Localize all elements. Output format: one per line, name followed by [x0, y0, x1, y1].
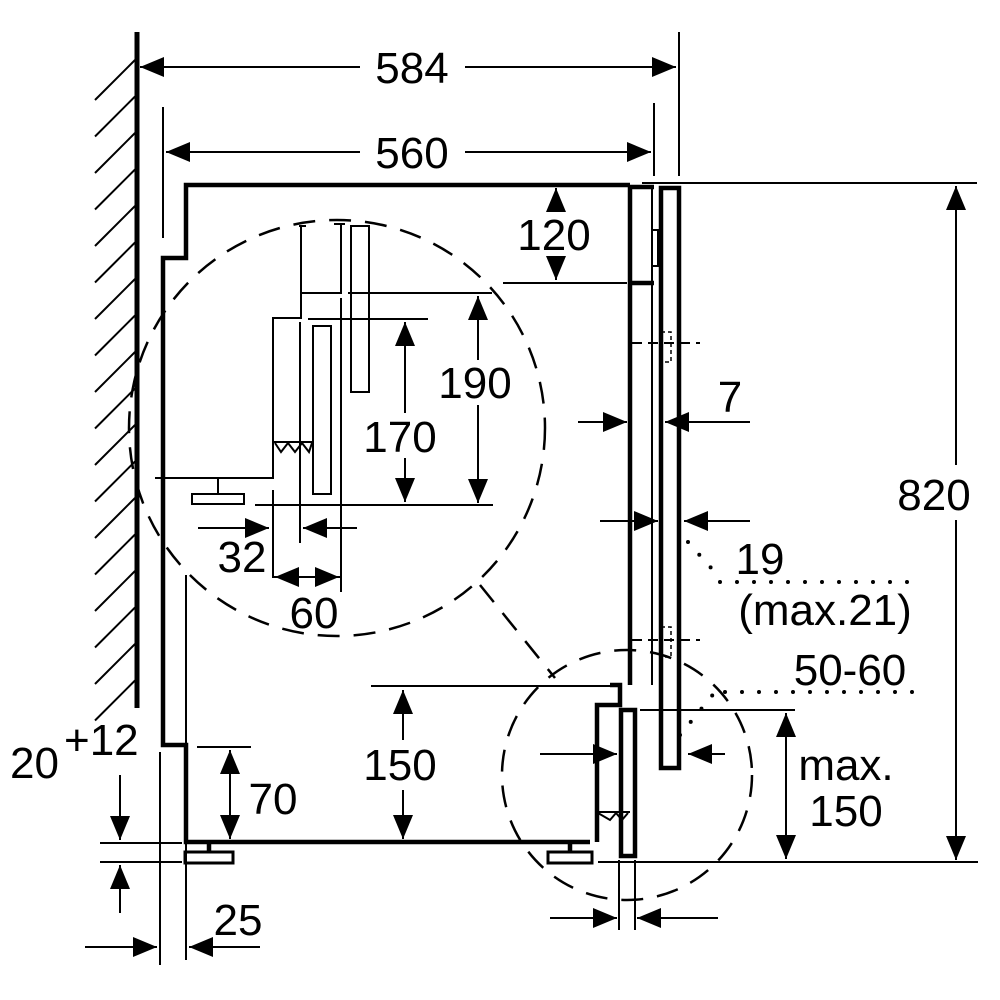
arrowhead — [189, 937, 213, 957]
hatch-stroke — [94, 314, 136, 357]
detail-plinth — [312, 325, 332, 495]
detail-circle-upper — [127, 218, 547, 638]
arrowhead — [684, 511, 708, 531]
hatch-stroke — [94, 497, 136, 539]
arrowhead — [546, 256, 566, 280]
dim-label-820: 820 — [897, 471, 970, 520]
hatch-stroke — [94, 387, 136, 430]
arrowhead — [776, 713, 796, 737]
arrowhead — [627, 142, 651, 162]
arrowhead — [468, 479, 488, 503]
dim-label-20: 20 — [10, 739, 59, 788]
arrowhead — [776, 835, 796, 859]
hatch-stroke — [94, 241, 136, 284]
dim-label-170: 170 — [363, 413, 436, 462]
appliance-body — [159, 107, 630, 965]
dim-label-max-150: 150 — [809, 787, 882, 836]
dim-label-max-21: (max.21) — [738, 586, 912, 635]
dim-label-150: 150 — [363, 741, 436, 790]
dim-label-plus-12: +12 — [64, 716, 139, 765]
arrowhead — [546, 188, 566, 212]
dim-label-max: max. — [798, 741, 893, 790]
dim-label-32: 32 — [218, 533, 267, 582]
arrowhead — [275, 567, 299, 587]
furniture-front-panel — [658, 185, 682, 771]
detail-panel — [350, 225, 370, 393]
door-panel — [618, 184, 700, 859]
arrowhead — [637, 908, 661, 928]
dim-label-560: 560 — [375, 129, 448, 178]
dim-label-25: 25 — [214, 896, 263, 945]
arrowhead — [634, 511, 658, 531]
dimension-lines — [85, 32, 978, 948]
arrowhead — [468, 296, 488, 320]
dim-label-7: 7 — [718, 373, 742, 422]
arrowhead — [166, 142, 190, 162]
hatch-stroke — [94, 205, 136, 247]
arrowhead — [110, 865, 130, 889]
arrowhead — [110, 816, 130, 840]
dim-label-60: 60 — [290, 589, 339, 638]
hatch-stroke — [94, 533, 136, 576]
foot-front — [546, 850, 594, 865]
hatch-stroke — [94, 351, 136, 393]
arrowhead — [220, 815, 240, 839]
arrowhead — [140, 57, 164, 77]
detail-leader — [479, 584, 556, 679]
dim-label-120: 120 — [517, 211, 590, 260]
arrowhead — [665, 412, 689, 432]
dim-label-19: 19 — [736, 535, 785, 584]
detail-upper — [155, 223, 370, 592]
plinth-seal — [597, 811, 629, 822]
arrowhead — [593, 744, 617, 764]
hatch-stroke — [94, 168, 136, 211]
hatch-stroke — [94, 643, 136, 685]
arrowhead — [315, 567, 339, 587]
arrowhead — [946, 186, 966, 210]
arrowhead — [652, 57, 676, 77]
arrowhead — [603, 412, 627, 432]
arrowhead — [220, 750, 240, 774]
arrowhead — [303, 518, 327, 538]
hatch-stroke — [94, 132, 136, 174]
door-handle — [651, 229, 659, 267]
dim-label-70: 70 — [249, 775, 298, 824]
hatch-stroke — [94, 59, 136, 101]
arrowhead — [688, 744, 712, 764]
arrowhead — [946, 836, 966, 860]
hatch-stroke — [94, 606, 136, 649]
wall — [94, 32, 140, 722]
arrowhead — [393, 815, 413, 839]
hinge-upper — [660, 331, 672, 363]
dim-label-584: 584 — [375, 44, 448, 93]
arrowhead — [395, 322, 415, 346]
arrowhead — [133, 937, 157, 957]
arrowhead — [393, 690, 413, 714]
plinth-board — [618, 707, 638, 859]
hatch-stroke — [94, 679, 136, 722]
arrowhead — [395, 478, 415, 502]
hatch-stroke — [94, 570, 136, 612]
hatch-stroke — [94, 278, 136, 320]
detail-body-outline — [155, 293, 302, 479]
detail-circle-lower — [500, 648, 754, 902]
arrowhead — [593, 908, 617, 928]
arrowheads — [110, 57, 966, 957]
dotted-leaders — [678, 540, 922, 737]
hatch-stroke — [94, 460, 136, 503]
detail-foot — [191, 493, 245, 505]
foot-rear — [183, 850, 235, 865]
hatch-stroke — [94, 95, 136, 138]
dim-label-50-60: 50-60 — [794, 646, 907, 695]
detail-seal — [274, 441, 313, 455]
dim-label-190: 190 — [438, 359, 511, 408]
arrowhead — [245, 518, 269, 538]
wall-hatching — [94, 59, 136, 722]
